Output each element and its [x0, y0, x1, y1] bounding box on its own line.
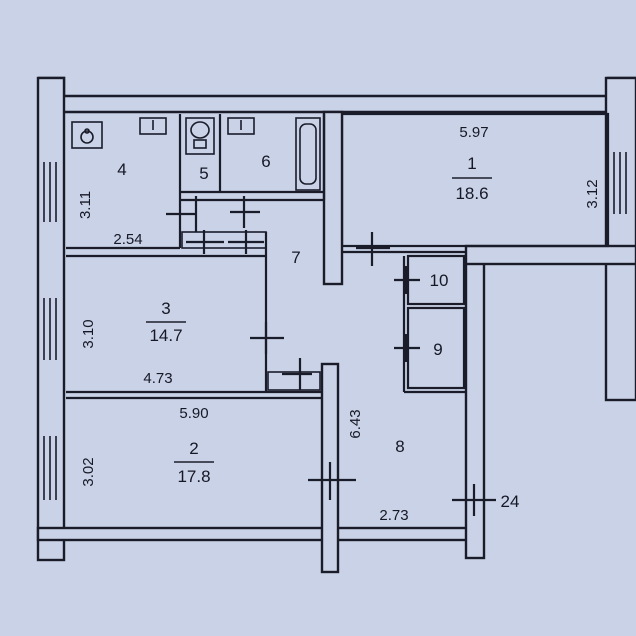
window-room-1 [613, 152, 627, 214]
toilet-icon [185, 117, 215, 155]
room-10-number: 10 [430, 271, 449, 290]
room-5-number: 5 [199, 164, 208, 183]
room-1-width: 5.97 [459, 124, 488, 141]
windows [43, 152, 627, 500]
outer-wall-bottom [36, 526, 476, 542]
room-3-area: 14.7 [149, 326, 182, 345]
door-marks [166, 196, 496, 516]
room-3-depth: 3.10 [80, 319, 97, 348]
interior-walls [66, 110, 610, 574]
wall-room1-left [322, 110, 344, 286]
stove-icon [139, 117, 167, 135]
fixtures [71, 117, 321, 191]
washbasin-icon [227, 117, 255, 135]
room-8-width: 2.73 [379, 507, 408, 524]
room-9-number: 9 [433, 340, 442, 359]
room-2-number: 2 [189, 439, 198, 458]
labels: 4 3.11 2.54 5 6 7 5.97 1 18.6 3.12 10 9 … [77, 124, 601, 524]
sink-icon [71, 121, 103, 149]
room-1-depth: 3.12 [584, 179, 601, 208]
room-8-number: 8 [395, 437, 404, 456]
room-8-extra: 24 [501, 492, 520, 511]
room-1-area: 18.6 [455, 184, 488, 203]
room-1-number: 1 [467, 154, 476, 173]
window-room-3 [43, 298, 57, 360]
room-4-depth: 3.11 [77, 191, 94, 219]
outer-wall-top [38, 76, 636, 98]
outer-wall-right-upper [604, 76, 636, 402]
room-8-length: 6.43 [347, 409, 364, 438]
bathtub-icon [295, 117, 321, 191]
room-3-number: 3 [161, 299, 170, 318]
room-7-number: 7 [291, 248, 300, 267]
room-2-area: 17.8 [177, 467, 210, 486]
outer-walls [36, 76, 636, 562]
window-room-4 [43, 162, 57, 222]
room-4-width: 2.54 [113, 231, 142, 248]
room-2-depth: 3.02 [80, 457, 97, 486]
window-room-2 [43, 436, 57, 500]
room-2-width: 5.90 [179, 405, 208, 422]
room-6-number: 6 [261, 152, 270, 171]
wall-ledge [464, 244, 636, 266]
room-4-number: 4 [117, 160, 126, 179]
outer-wall-left [36, 76, 66, 562]
room-3-width: 4.73 [143, 370, 172, 387]
